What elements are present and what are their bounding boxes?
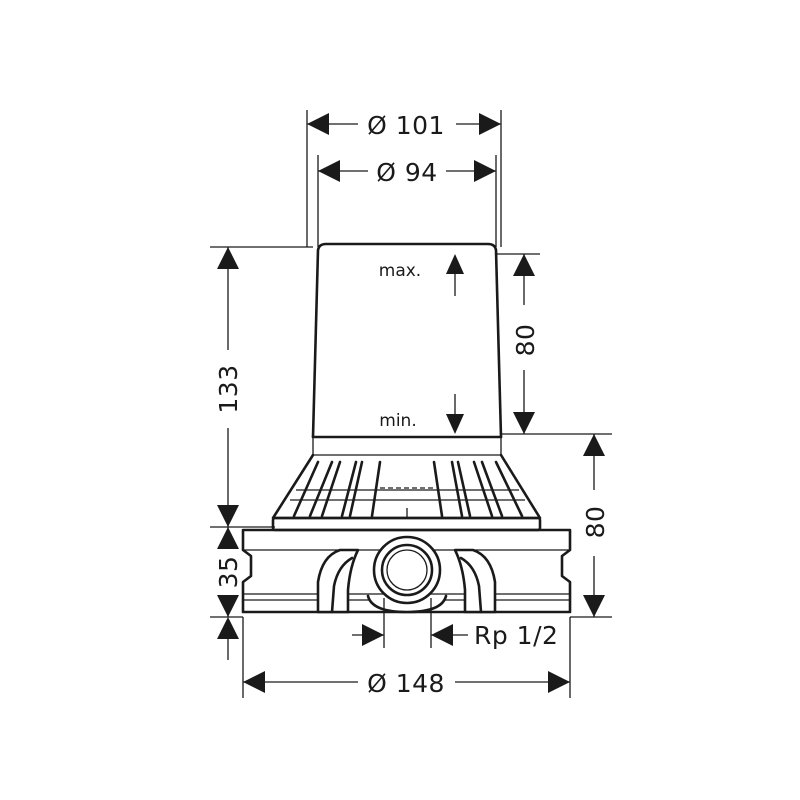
cage-ribs — [290, 460, 525, 518]
dimension-level-range-80: 80 — [496, 253, 540, 435]
dimension-label-diameter-94: Ø 94 — [376, 158, 437, 187]
dimension-height-133: 133 — [210, 246, 313, 528]
cover-cap — [311, 242, 503, 439]
level-min-marker: min. — [379, 394, 464, 434]
dimension-label-diameter-148: Ø 148 — [367, 669, 445, 698]
outlet-port-inner — [386, 549, 428, 591]
dimension-label-base-35: 35 — [214, 556, 243, 589]
level-max-marker: max. — [379, 254, 464, 296]
dimension-lower-range-80: 80 — [540, 433, 612, 618]
dimension-thread-rp: Rp 1/2 — [352, 598, 558, 650]
dimension-diameter-148: Ø 148 — [242, 617, 571, 698]
right-leg-inner — [459, 556, 483, 614]
max-label: max. — [379, 261, 421, 281]
dimension-diameter-101: Ø 101 — [306, 110, 502, 247]
left-leg-inner — [330, 556, 354, 614]
mounting-plate — [271, 516, 542, 532]
min-label: min. — [379, 411, 416, 431]
dimension-label-height-133: 133 — [214, 364, 243, 413]
dimension-base-35: 35 — [210, 527, 243, 660]
dimension-diameter-94: Ø 94 — [317, 155, 497, 247]
dimension-label-level-range-80: 80 — [511, 324, 540, 357]
dimension-label-thread: Rp 1/2 — [474, 621, 558, 650]
dimension-label-lower-range-80: 80 — [581, 506, 610, 539]
outlet-port-middle — [380, 543, 434, 597]
dimension-label-diameter-101: Ø 101 — [367, 111, 445, 140]
rough-in-body — [241, 242, 572, 614]
outlet-port-outer — [372, 535, 442, 605]
